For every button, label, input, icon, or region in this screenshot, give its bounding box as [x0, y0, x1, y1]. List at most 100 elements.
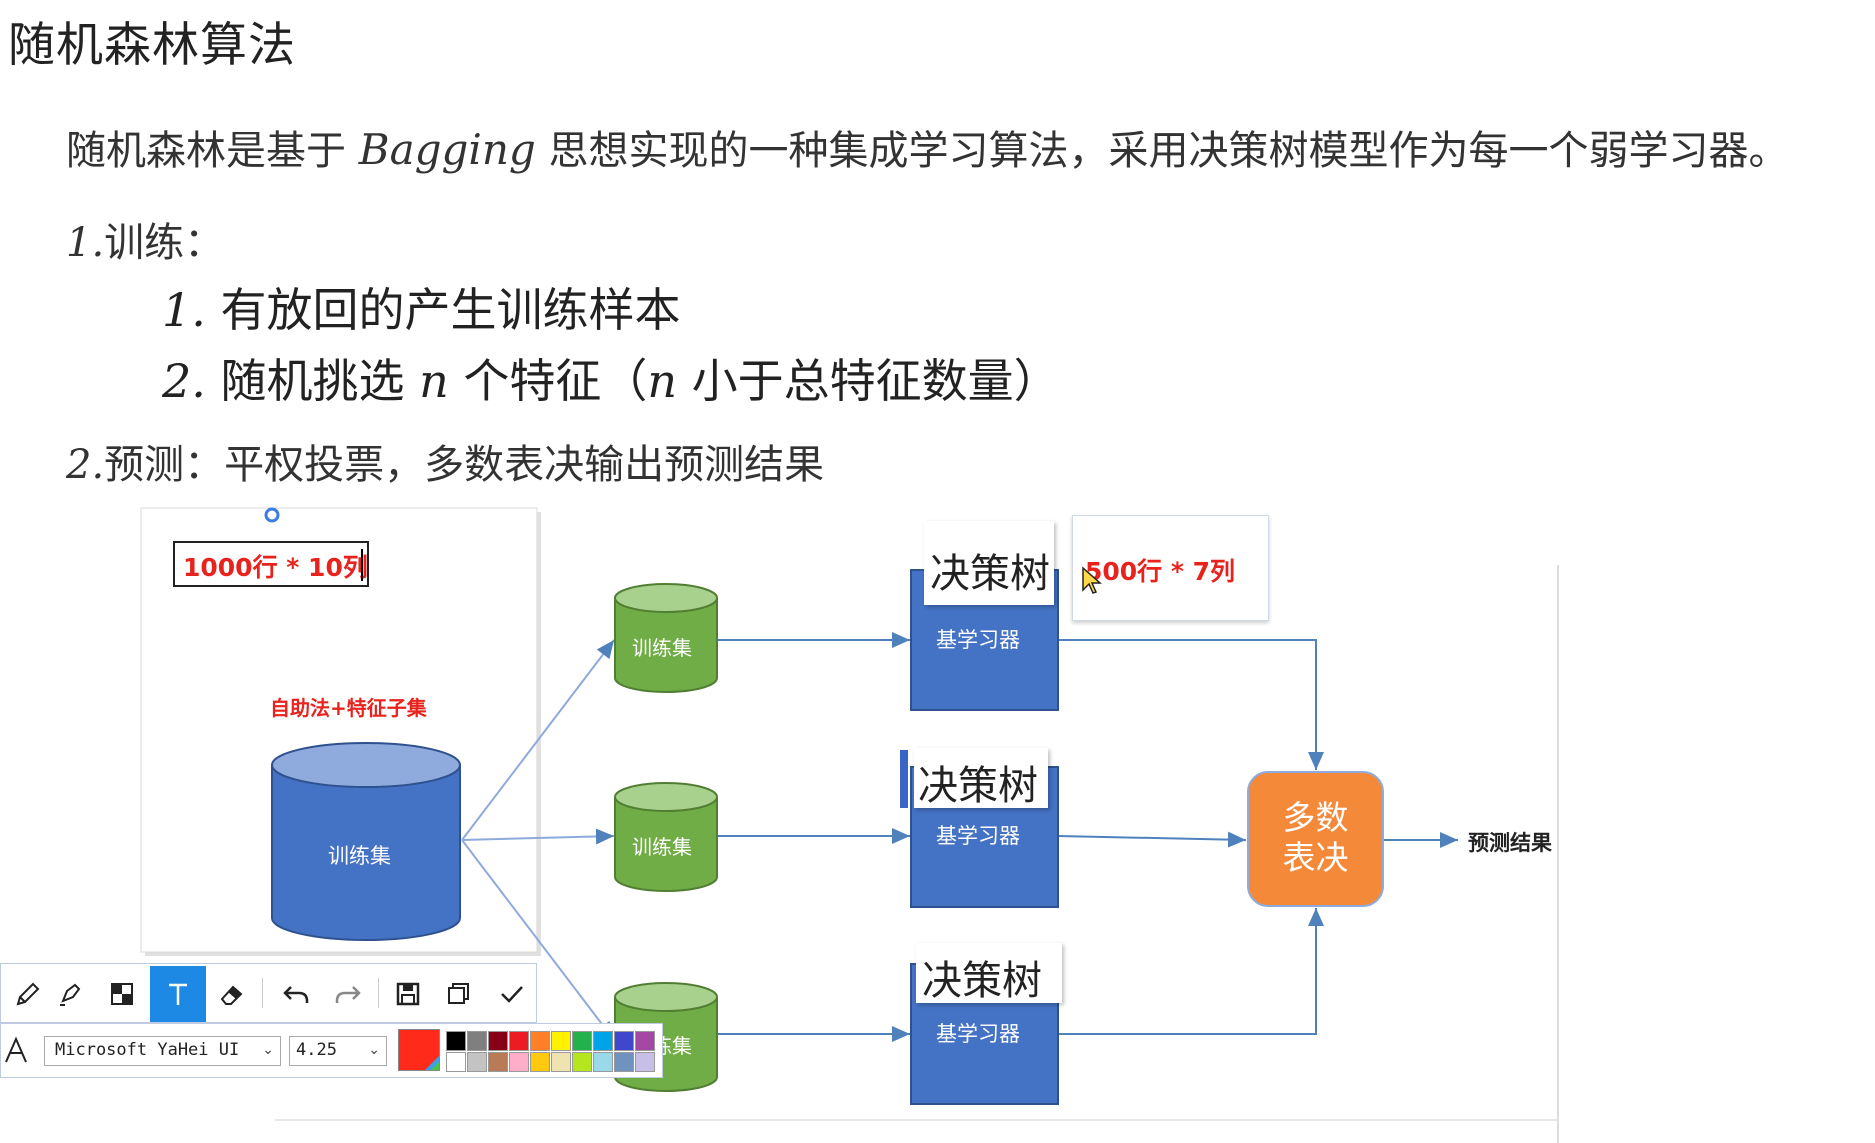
- prediction-result-label: 预测结果: [1468, 831, 1552, 855]
- palette-color-swatch[interactable]: [635, 1052, 655, 1072]
- font-size-select[interactable]: 4.25 ⌄: [289, 1036, 387, 1066]
- intro-prefix: 随机森林是基于: [66, 128, 359, 174]
- text-tool-button[interactable]: [150, 966, 206, 1022]
- palette-color-swatch[interactable]: [551, 1031, 571, 1051]
- rotate-handle-icon: [264, 507, 280, 523]
- eraser-tool-button[interactable]: [204, 966, 260, 1022]
- palette-color-swatch[interactable]: [551, 1052, 571, 1072]
- pencil-icon: [16, 982, 40, 1006]
- palette-color-swatch[interactable]: [593, 1031, 613, 1051]
- palette-color-swatch[interactable]: [593, 1052, 613, 1072]
- train-label: 训练：: [104, 220, 225, 266]
- train-item-2-text-c: 小于总特征数量）: [677, 354, 1060, 408]
- palette-color-swatch[interactable]: [572, 1052, 592, 1072]
- predict-text: 平权投票，多数表决输出预测结果: [224, 442, 825, 488]
- selected-color-swatch[interactable]: [398, 1029, 440, 1071]
- intro-suffix: 思想实现的一种集成学习算法，采用决策树模型作为每一个弱学习器。: [535, 128, 1789, 174]
- edge: [1057, 831, 1247, 848]
- eraser-icon: [220, 985, 243, 1005]
- redo-icon: [335, 986, 361, 1003]
- mosaic-icon: [111, 983, 133, 1005]
- confirm-button[interactable]: [484, 966, 540, 1022]
- chevron-down-icon: ⌄: [262, 1042, 274, 1058]
- color-picker-icon: [425, 1056, 439, 1070]
- train-item-2-text-b: 个特征（: [448, 354, 648, 408]
- palette-color-swatch[interactable]: [446, 1031, 466, 1051]
- text-tool-icon: [169, 983, 187, 1005]
- tree-size-annotation: 500行 * 7列: [1085, 557, 1236, 586]
- predict-label: 预测：: [104, 442, 225, 488]
- font-style-icon: [4, 1036, 28, 1064]
- undo-button[interactable]: [268, 966, 324, 1022]
- save-button[interactable]: [380, 966, 436, 1022]
- tree-label-box-1: 决策树: [924, 521, 1054, 605]
- vote-line-1: 多数: [1282, 798, 1349, 837]
- base-learner-label: 基学习器: [936, 1022, 1020, 1046]
- dataset-size-annotation: 1000行 * 10列: [183, 553, 368, 582]
- annotation-box[interactable]: 1000行 * 10列: [173, 541, 369, 587]
- chevron-down-icon: ⌄: [368, 1042, 380, 1058]
- toolbar-separator: [378, 978, 379, 1008]
- edge: [1058, 908, 1324, 1035]
- tree-size-annotation-box[interactable]: 500行 * 7列: [1072, 515, 1269, 621]
- train-item-2-text-a: 随机挑选: [220, 354, 420, 408]
- main-dataset-label: 训练集: [328, 844, 391, 868]
- redo-button[interactable]: [320, 966, 376, 1022]
- save-icon: [396, 982, 420, 1006]
- train-heading: 1.训练：: [66, 210, 224, 268]
- train-item-1-text: 有放回的产生训练样本: [220, 283, 681, 337]
- palette-color-swatch[interactable]: [530, 1031, 550, 1051]
- vote-line-2: 表决: [1282, 838, 1349, 877]
- train-item-2-number: 2.: [162, 354, 206, 408]
- n-variable: n: [419, 354, 449, 408]
- marker-tool-button[interactable]: [42, 966, 98, 1022]
- tree-label: 决策树: [922, 958, 1042, 1004]
- palette-color-swatch[interactable]: [530, 1052, 550, 1072]
- palette-color-swatch[interactable]: [614, 1031, 634, 1051]
- tree-label-box-2: 决策树: [914, 748, 1048, 809]
- undo-icon: [283, 986, 309, 1003]
- palette-color-swatch[interactable]: [488, 1031, 508, 1051]
- edge: [461, 828, 615, 845]
- palette-color-swatch[interactable]: [488, 1052, 508, 1072]
- base-learner-label: 基学习器: [936, 628, 1020, 652]
- tree-label-box-3: 决策树: [916, 943, 1062, 1004]
- base-learner-label: 基学习器: [936, 824, 1020, 848]
- tree-label: 决策树: [918, 763, 1038, 809]
- confirm-check-icon: [501, 986, 523, 1003]
- edge: [1058, 639, 1324, 770]
- palette-color-swatch[interactable]: [509, 1052, 529, 1072]
- edge: [461, 639, 615, 841]
- train-item-2: 2. 随机挑选 n 个特征（n 小于总特征数量）: [162, 345, 1060, 411]
- palette-color-swatch[interactable]: [509, 1031, 529, 1051]
- mosaic-tool-button[interactable]: [94, 966, 150, 1022]
- drawing-toolbar: [0, 963, 537, 1023]
- marker-icon: [60, 983, 81, 1006]
- palette-color-swatch[interactable]: [635, 1031, 655, 1051]
- pencil-tool-button[interactable]: [0, 966, 56, 1022]
- copy-button[interactable]: [430, 966, 486, 1022]
- toolbar-separator: [262, 978, 263, 1008]
- palette-color-swatch[interactable]: [467, 1031, 487, 1051]
- majority-vote-label: 多数 表决: [1248, 798, 1383, 878]
- palette-color-swatch[interactable]: [572, 1031, 592, 1051]
- palette-color-swatch[interactable]: [614, 1052, 634, 1072]
- selection-edge: [900, 750, 908, 808]
- bagging-keyword: Bagging: [358, 125, 536, 174]
- train-number: 1.: [66, 220, 105, 266]
- mouse-cursor-icon: [1082, 566, 1102, 594]
- copy-icon: [448, 983, 469, 1004]
- palette-color-swatch[interactable]: [467, 1052, 487, 1072]
- subset-label: 自助法+特征子集: [270, 696, 427, 720]
- text-caret: [361, 549, 363, 581]
- font-name-select[interactable]: Microsoft YaHei UI ⌄: [44, 1036, 281, 1066]
- n-variable: n: [647, 354, 678, 408]
- intro-paragraph: 随机森林是基于 Bagging 思想实现的一种集成学习算法，采用决策树模型作为每…: [66, 118, 1788, 176]
- predict-heading: 2.预测：平权投票，多数表决输出预测结果: [66, 432, 824, 490]
- train-item-1: 1. 有放回的产生训练样本: [162, 274, 681, 340]
- palette-color-swatch[interactable]: [446, 1052, 466, 1072]
- font-name-value: Microsoft YaHei UI: [55, 1040, 240, 1060]
- page-title: 随机森林算法: [8, 18, 296, 73]
- subset-dataset-label: 训练集: [632, 636, 692, 660]
- train-item-1-number: 1.: [162, 283, 206, 337]
